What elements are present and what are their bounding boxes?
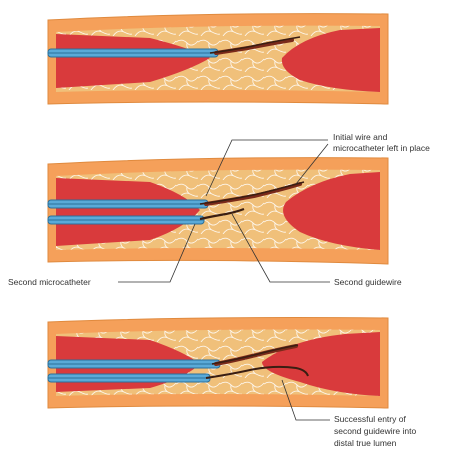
- second-microcatheter-label: Second microcatheter: [8, 277, 91, 287]
- second-microcatheter: [48, 374, 210, 382]
- panel-2-vessel: [48, 158, 388, 264]
- panel-3-vessel: [48, 318, 388, 409]
- panel-1-vessel: [48, 14, 388, 104]
- microcatheter: [48, 49, 218, 57]
- initial-wire-label-line1: Initial wire and: [333, 132, 388, 142]
- successful-entry-label-line1: Successful entry of: [334, 414, 406, 424]
- successful-entry-label-line3: distal true lumen: [334, 438, 397, 448]
- successful-entry-label-line2: second guidewire into: [334, 426, 416, 436]
- second-microcatheter: [48, 216, 204, 224]
- initial-wire-label-line2: microcatheter left in place: [333, 143, 430, 153]
- initial-microcatheter: [48, 200, 208, 208]
- second-guidewire-label: Second guidewire: [334, 277, 402, 287]
- initial-microcatheter: [48, 360, 220, 368]
